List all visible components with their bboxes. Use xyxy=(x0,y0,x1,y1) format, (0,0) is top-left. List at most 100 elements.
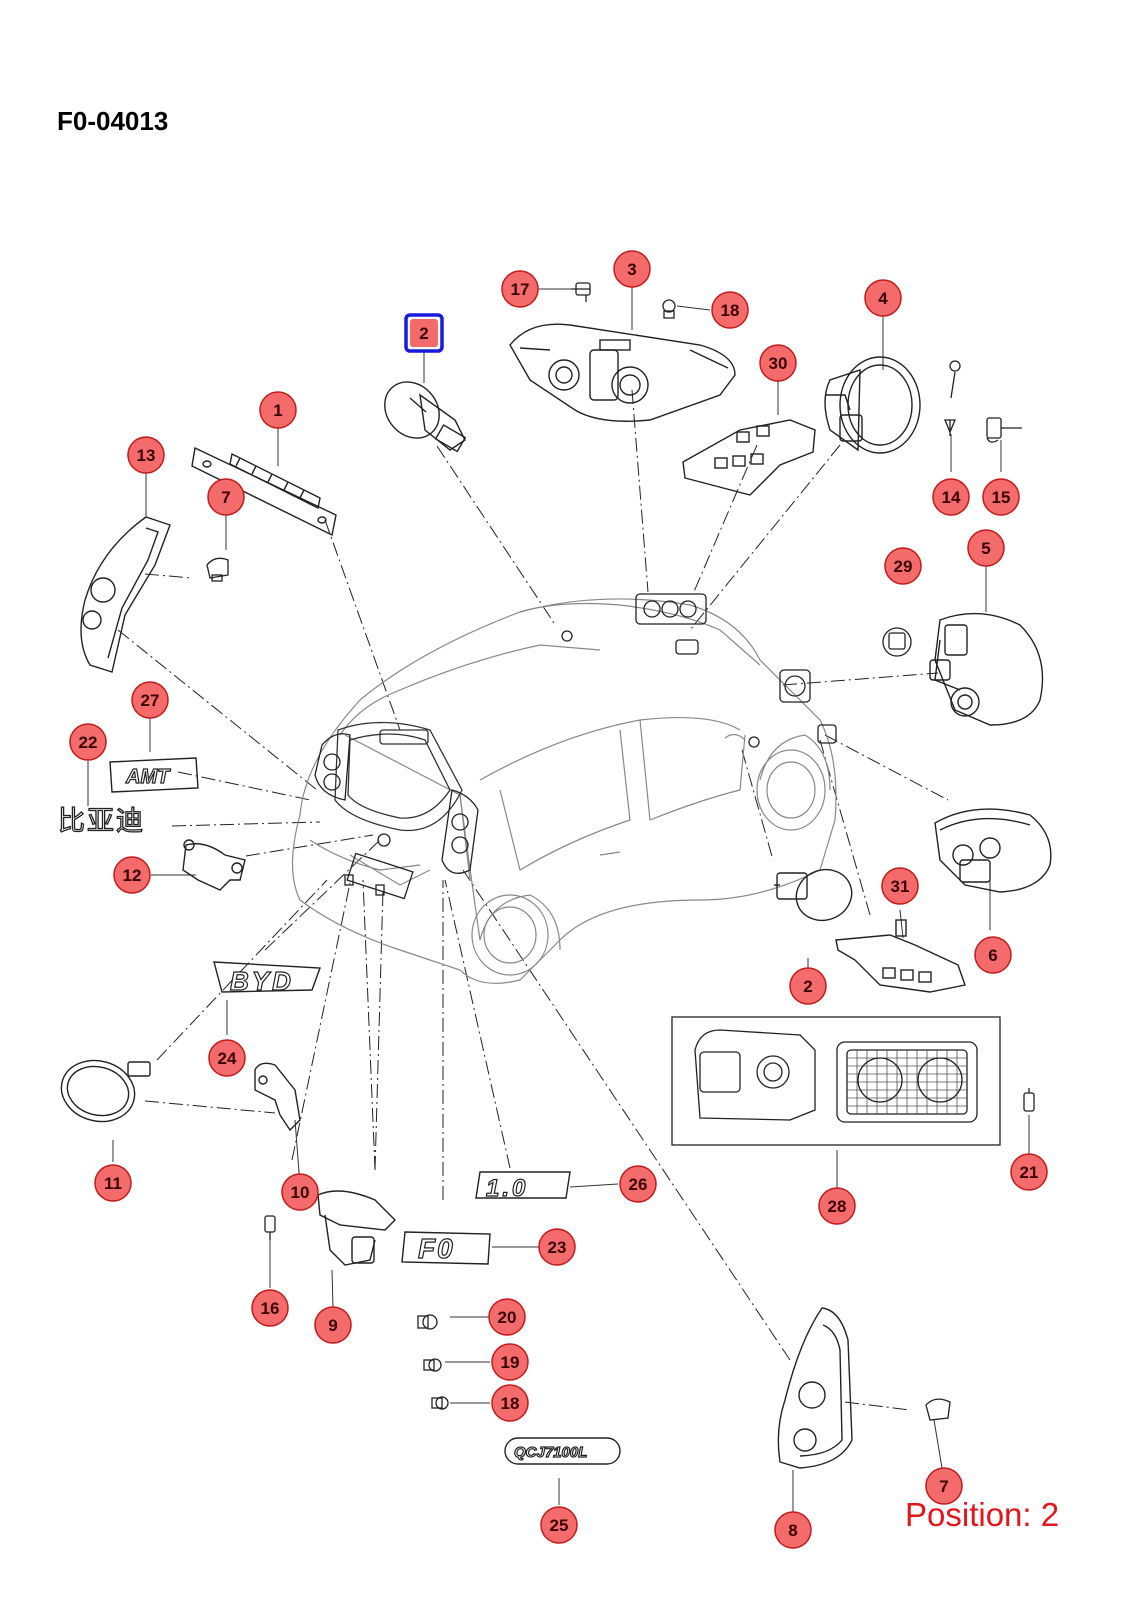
part-8-rear-lamp xyxy=(777,1307,853,1469)
callout-c25[interactable]: 25 xyxy=(540,1506,578,1544)
callout-number: 25 xyxy=(550,1516,569,1535)
callout-circle xyxy=(818,1187,856,1225)
part-14-15-bulbs xyxy=(944,360,1022,443)
callout-number: 20 xyxy=(498,1308,517,1327)
callout-circle xyxy=(881,867,919,905)
part-6-fog-lamp-rear xyxy=(934,808,1052,893)
callout-c29[interactable]: 29 xyxy=(884,547,922,585)
callout-number: 24 xyxy=(218,1049,237,1068)
callout-number: 26 xyxy=(629,1175,648,1194)
part-7-clip-bottom xyxy=(925,1398,951,1421)
callout-circle xyxy=(69,723,107,761)
callout-c7-bottom[interactable]: 7 xyxy=(925,1467,963,1505)
callout-circle xyxy=(127,436,165,474)
callout-circle xyxy=(491,1343,529,1381)
callout-c26[interactable]: 26 xyxy=(619,1165,657,1203)
part-12-housing xyxy=(182,839,246,891)
part-31-bracket xyxy=(835,919,966,993)
callout-c15[interactable]: 15 xyxy=(982,478,1020,516)
callout-number: 7 xyxy=(939,1477,948,1496)
callout-c30[interactable]: 30 xyxy=(759,344,797,382)
callout-circle xyxy=(314,1306,352,1344)
part-29-cap xyxy=(882,627,912,657)
position-label: Position: 2 xyxy=(905,1496,1060,1533)
part-10-bracket xyxy=(254,1062,301,1132)
callout-circle xyxy=(113,856,151,894)
callout-number: 17 xyxy=(511,280,530,299)
callout-number: 27 xyxy=(141,691,160,710)
callout-circle xyxy=(501,270,539,308)
callout-circle xyxy=(1010,1153,1048,1191)
callout-c14[interactable]: 14 xyxy=(932,478,970,516)
callout-fill xyxy=(410,319,438,347)
callout-number: 22 xyxy=(79,733,98,752)
part-16-bulb xyxy=(264,1215,276,1240)
callout-circle xyxy=(94,1164,132,1202)
callout-circle xyxy=(982,478,1020,516)
callout-circle xyxy=(251,1289,289,1327)
part-2-socket-bottom xyxy=(774,868,853,922)
callout-number: 15 xyxy=(992,488,1011,507)
callout-c3[interactable]: 3 xyxy=(613,250,651,288)
callout-c19[interactable]: 19 xyxy=(491,1343,529,1381)
bulbs-18-19-20 xyxy=(417,1314,449,1410)
callout-number: 5 xyxy=(981,539,990,558)
callout-number: 19 xyxy=(501,1353,520,1372)
part-21-bulb xyxy=(1023,1088,1035,1112)
callout-c21[interactable]: 21 xyxy=(1010,1153,1048,1191)
callout-c17[interactable]: 17 xyxy=(501,270,539,308)
callout-circle xyxy=(925,1467,963,1505)
callout-circle xyxy=(208,1039,246,1077)
callout-c24[interactable]: 24 xyxy=(208,1039,246,1077)
callout-circle xyxy=(207,478,245,516)
callout-c4[interactable]: 4 xyxy=(864,279,902,317)
badge-amt: AMT xyxy=(125,766,171,788)
callout-c16[interactable]: 16 xyxy=(251,1289,289,1327)
callout-c23[interactable]: 23 xyxy=(538,1228,576,1266)
callout-c8[interactable]: 8 xyxy=(774,1511,812,1549)
part-7-clip-top xyxy=(206,557,229,582)
callout-c6[interactable]: 6 xyxy=(974,936,1012,974)
callout-c1[interactable]: 1 xyxy=(259,391,297,429)
callout-c5[interactable]: 5 xyxy=(967,529,1005,567)
callout-c11[interactable]: 11 xyxy=(94,1164,132,1202)
callout-c10[interactable]: 10 xyxy=(281,1173,319,1211)
badge-byd: BYD xyxy=(230,966,294,996)
callout-circle xyxy=(491,1384,529,1422)
callout-number: 18 xyxy=(501,1394,520,1413)
part-2-socket-top xyxy=(384,381,467,453)
callout-c2-bottom[interactable]: 2 xyxy=(789,967,827,1005)
callout-c27[interactable]: 27 xyxy=(131,681,169,719)
callout-circle xyxy=(864,279,902,317)
callout-c7-top[interactable]: 7 xyxy=(207,478,245,516)
callout-c18-top[interactable]: 18 xyxy=(711,291,749,329)
badge-chinese-brand: 比亚迪 xyxy=(58,806,145,837)
callout-c12[interactable]: 12 xyxy=(113,856,151,894)
part-17-18-top-bulbs xyxy=(571,282,676,319)
part-11-lamp xyxy=(60,1059,151,1123)
callout-circle xyxy=(613,250,651,288)
callout-c9[interactable]: 9 xyxy=(314,1306,352,1344)
callout-circle xyxy=(932,478,970,516)
callout-circle xyxy=(131,681,169,719)
callout-c2-top[interactable]: 2 xyxy=(404,313,444,353)
car-rear-lamp-right xyxy=(441,789,479,874)
callout-c28[interactable]: 28 xyxy=(818,1187,856,1225)
leader-lines xyxy=(117,389,949,1411)
car-rear-lamp-left xyxy=(314,733,351,801)
callout-circle xyxy=(259,391,297,429)
callout-circle xyxy=(540,1506,578,1544)
callout-circle xyxy=(974,936,1012,974)
callout-number: 31 xyxy=(891,877,910,896)
badge-qcj: QCJ7100L xyxy=(514,1444,587,1461)
callout-number: 30 xyxy=(769,354,788,373)
callout-number: 4 xyxy=(878,289,888,308)
car-small-parts xyxy=(344,593,837,900)
callout-number: 21 xyxy=(1020,1163,1039,1182)
callout-c22[interactable]: 22 xyxy=(69,723,107,761)
callout-c18-bottom[interactable]: 18 xyxy=(491,1384,529,1422)
callout-c13[interactable]: 13 xyxy=(127,436,165,474)
callout-c20[interactable]: 20 xyxy=(488,1298,526,1336)
callout-c31[interactable]: 31 xyxy=(881,867,919,905)
